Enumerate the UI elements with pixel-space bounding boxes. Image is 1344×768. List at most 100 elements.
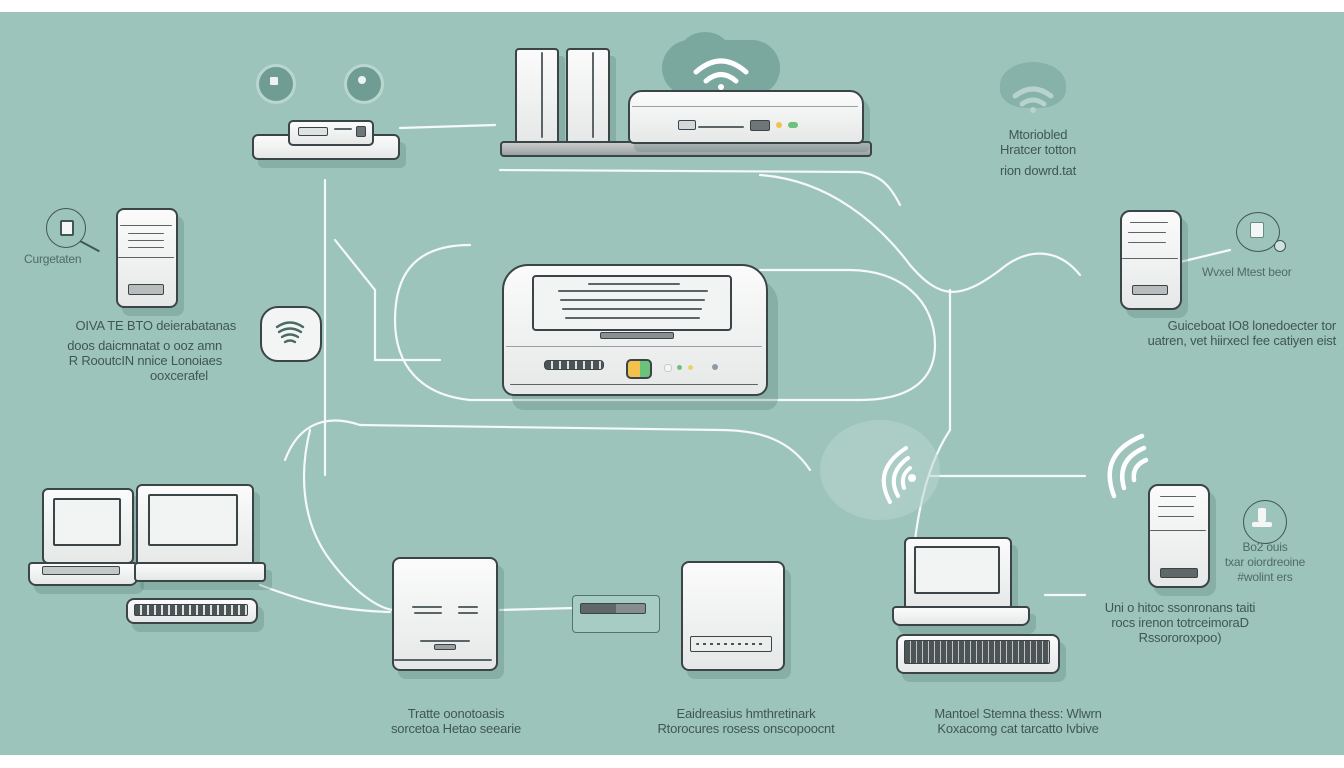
settings-badge-icon <box>344 64 384 104</box>
laptop-2-base <box>134 562 266 582</box>
bottom-label-1-line-2: sorcetoa Hetao seearie <box>390 721 521 736</box>
left-printer-tray <box>128 284 164 295</box>
right-printer-line-1 <box>1130 222 1168 223</box>
nas-base <box>394 659 492 661</box>
left-text-line-4: ooxcerafel <box>150 368 208 383</box>
bottom-right-callout-line-1: Bo2 ouis <box>1242 540 1288 554</box>
adapter-port <box>580 603 646 614</box>
keyboard-left-keys <box>134 604 248 616</box>
left-printer-paper-3 <box>128 247 164 248</box>
wifi-icon-left <box>275 321 305 344</box>
bottom-right-printer-tray <box>1160 568 1198 578</box>
wifi-icon-top-right <box>1012 86 1054 113</box>
device-glyph-icon <box>1258 508 1266 522</box>
bottom-right-callout-label: Bo2 ouis txar oiordreoine #wolint ers <box>1220 540 1310 585</box>
connector-left-lower <box>302 428 397 612</box>
bottom-right-text-line-2: rocs irenon totrceimoraD <box>1111 615 1249 630</box>
laptop-1-screen <box>53 498 121 546</box>
right-printer <box>1120 210 1182 310</box>
left-printer-paper-2 <box>128 240 164 241</box>
router-base-line <box>510 384 758 385</box>
left-laptops <box>28 484 266 624</box>
router-status-led-green <box>640 359 652 379</box>
home-glyph-icon <box>270 77 278 85</box>
wifi-icon-right-center <box>881 446 916 504</box>
bottom-right-callout-line-2: txar oiordreoine <box>1224 555 1306 569</box>
modem-port <box>678 120 696 130</box>
router-led-yellow <box>688 365 693 370</box>
bottom-label-2-line-1: Eaidreasius hmthretinark <box>676 706 816 721</box>
bottom-label-1-line-1: Tratte oonotoasis <box>407 706 505 721</box>
router-display-bar <box>600 332 674 339</box>
router-ethernet-ports <box>544 360 604 370</box>
router-vent-4 <box>562 308 702 310</box>
bottom-right-callout-icon <box>1243 500 1287 544</box>
bottom-right-printer-line-2 <box>1158 506 1194 507</box>
switch-line <box>334 128 352 130</box>
nas-vent-2 <box>414 612 442 614</box>
right-text-line-2: uatren, vet hiirxecl fee catiyen eist <box>1147 333 1337 348</box>
ups-panel-dots <box>696 643 764 645</box>
wifi-glow <box>820 420 940 520</box>
right-text-line-1: Guiceboat IO8 lonedoecter tor <box>1167 318 1337 333</box>
nas-bottom-line <box>420 640 470 642</box>
left-text-block: OIVA TE BTO deierabatanas doos daicmnata… <box>20 318 236 383</box>
router-led-blue <box>712 364 718 370</box>
right-printer-tray <box>1132 285 1168 295</box>
top-left-switch <box>252 118 402 164</box>
left-callout-circle-icon <box>46 208 86 248</box>
switch-plug <box>356 126 366 137</box>
lock-badge-icon <box>1274 240 1286 252</box>
wifi-icon-right <box>1107 433 1149 499</box>
settings-glyph-icon <box>358 76 366 84</box>
router-vent-2 <box>558 290 708 292</box>
left-text-line-1: OIVA TE BTO deierabatanas <box>75 318 237 333</box>
right-printer-line-2 <box>1128 232 1166 233</box>
router-vent-5 <box>565 317 700 319</box>
device-glyph-base-icon <box>1252 522 1272 527</box>
bottom-nas <box>392 557 498 671</box>
right-printer-line-3 <box>1128 242 1166 243</box>
right-laptop-screen <box>914 546 1000 594</box>
modem-slot-line <box>698 126 744 128</box>
bottom-right-text-line-1: Uni o hitoc ssonronans taiti <box>1104 600 1256 615</box>
router-led-white <box>664 364 672 372</box>
modem-led-green <box>788 122 798 128</box>
bottom-label-3: Mantoel Stemna thess: Wlwrn Koxacomg cat… <box>918 706 1118 736</box>
connector-top-left <box>398 123 497 130</box>
modem-seam <box>632 106 858 107</box>
server-tower-2-edge <box>592 52 594 138</box>
connector-bottom-wide <box>258 583 392 614</box>
switch-port <box>298 127 328 136</box>
top-right-label-line-3: rion dowrd.tat <box>1000 163 1076 178</box>
bottom-right-callout-line-3: #wolint ers <box>1237 570 1293 584</box>
server-tower-2 <box>566 48 610 144</box>
top-left-icons <box>248 60 398 110</box>
bottom-right-text-line-3: Rssororoxpoo) <box>1138 630 1222 645</box>
right-printer-divider <box>1122 258 1178 259</box>
right-lock-callout-icon <box>1236 212 1280 252</box>
left-printer-paper-1 <box>128 233 164 234</box>
bottom-right-printer-line-3 <box>1158 516 1194 517</box>
top-right-label-line-1: Mtoriobled <box>1008 127 1068 142</box>
right-keyboard-keys <box>904 640 1050 664</box>
router-vent-1 <box>588 283 680 285</box>
left-printer-divider <box>118 257 174 258</box>
bottom-label-1: Tratte oonotoasis sorcetoa Hetao seearie <box>376 706 536 736</box>
server-tower-1-edge <box>541 52 543 138</box>
router-led-green <box>677 365 682 370</box>
left-printer-top-line <box>120 225 172 226</box>
laptop-1-keys <box>42 566 120 575</box>
server-tower-1 <box>515 48 559 144</box>
connector-mid-bottom <box>498 606 577 612</box>
top-right-label-line-2: Hratcer totton <box>1000 142 1076 157</box>
router-seam <box>506 346 762 347</box>
switch-body <box>288 120 374 146</box>
bottom-right-text-block: Uni o hitoc ssonronans taiti rocs irenon… <box>1096 600 1264 645</box>
bottom-right-printer-divider <box>1150 530 1206 531</box>
connector-right-printer-callout <box>1178 248 1232 264</box>
left-callout-glyph-icon <box>60 220 74 236</box>
bottom-label-3-line-1: Mantoel Stemna thess: Wlwrn <box>934 706 1102 721</box>
nas-label-slot <box>434 644 456 650</box>
